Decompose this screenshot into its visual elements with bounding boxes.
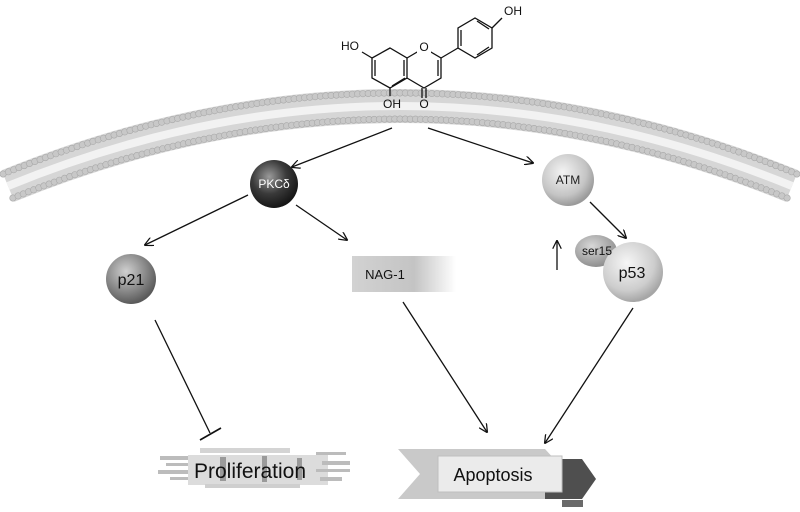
apigenin-structure: [361, 17, 503, 98]
molecule-labels: O HO OH OH O: [341, 4, 522, 111]
proliferation-outcome: Proliferation: [158, 448, 350, 488]
lipid-head: [793, 170, 800, 178]
inhibition-p21-proliferation: [154, 319, 211, 434]
ring-oxygen-label: O: [419, 40, 428, 54]
apoptosis-outcome: Apoptosis: [398, 449, 596, 507]
hydroxyl-bottom-label: OH: [383, 97, 401, 111]
arrow-pkc-to-p21: [145, 194, 249, 245]
pkc-delta-node: PKCδ: [250, 160, 298, 208]
arrow-p53-to-apoptosis: [545, 307, 634, 443]
arrow-nag1-to-apoptosis: [402, 301, 487, 432]
atm-node: ATM: [542, 154, 594, 206]
hydroxyl-left-label: HO: [341, 39, 359, 53]
nag1-node: NAG-1: [352, 256, 456, 292]
carbonyl-oxygen-label: O: [419, 97, 428, 111]
lipid-head: [783, 194, 791, 202]
proliferation-label: Proliferation: [194, 460, 306, 483]
arrow-apigenin-to-pkc: [292, 127, 393, 167]
cell-membrane: [0, 89, 800, 202]
arrow-atm-to-p53: [589, 201, 626, 238]
ser15-label: ser15: [582, 244, 612, 258]
hydroxyl-top-right-label: OH: [504, 4, 522, 18]
apoptosis-label: Apoptosis: [453, 465, 532, 485]
p53-complex: ser15 p53: [575, 235, 663, 302]
p21-label: p21: [118, 272, 145, 289]
inhibition-bar: [199, 427, 222, 441]
arrow-pkc-to-nag1: [295, 204, 347, 240]
pkc-delta-label: PKCδ: [258, 177, 290, 191]
nag1-label: NAG-1: [365, 267, 405, 282]
arrow-apigenin-to-atm: [427, 127, 533, 163]
p21-node: p21: [106, 254, 156, 304]
atm-label: ATM: [556, 173, 580, 187]
p53-label: p53: [619, 265, 646, 282]
